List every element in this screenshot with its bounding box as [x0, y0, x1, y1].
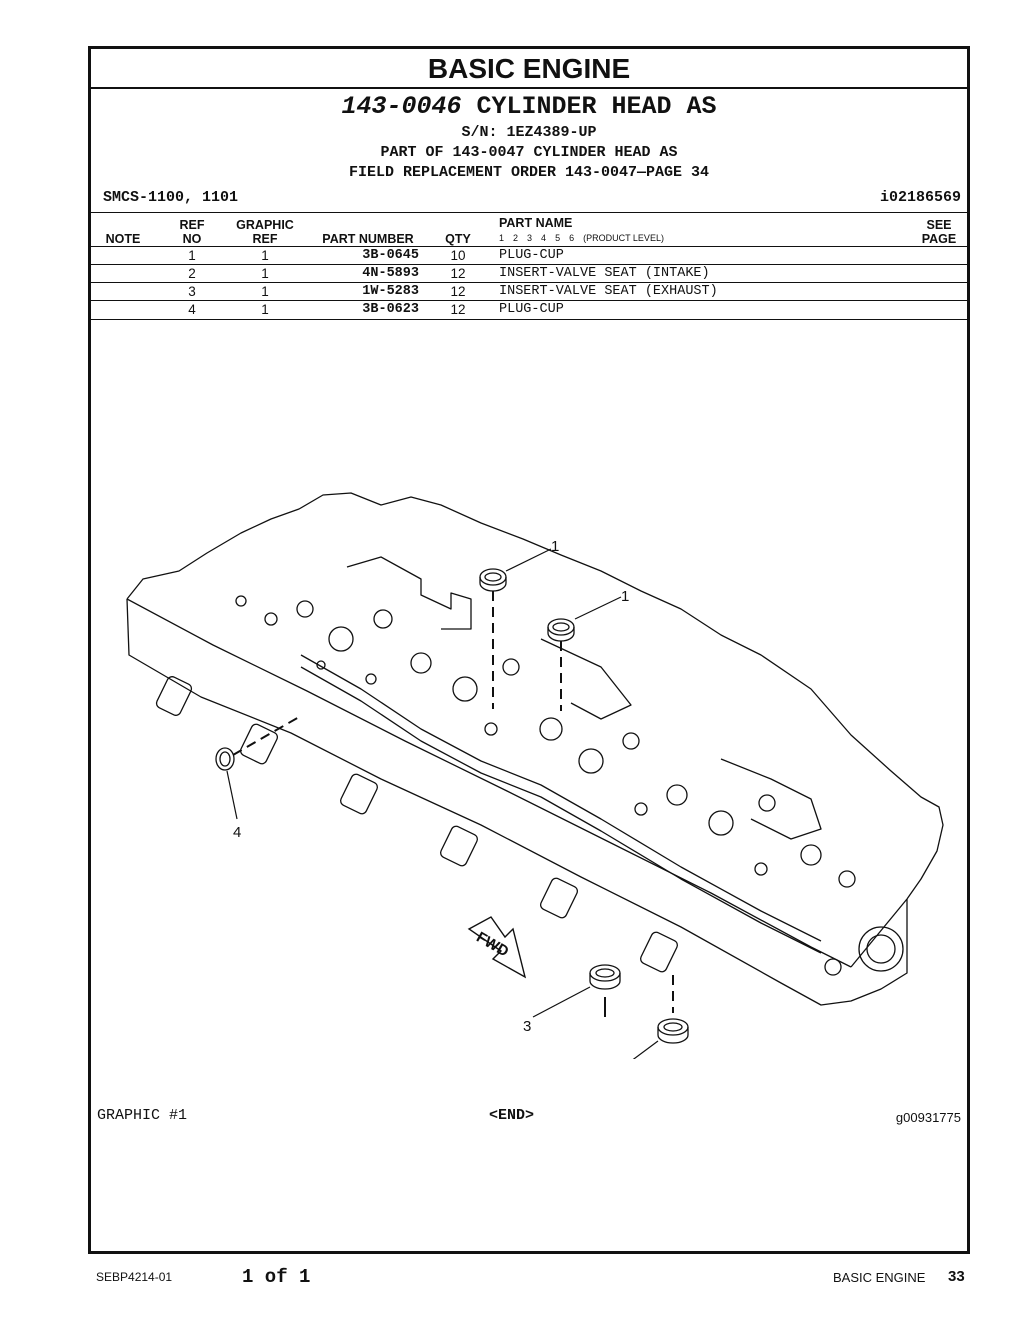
- plug-cup-1b-icon: [547, 618, 575, 642]
- col-part-number: PART NUMBER: [322, 232, 414, 246]
- table-top-rule: [91, 212, 967, 213]
- part-of-line: PART OF 143-0047 CYLINDER HEAD AS: [380, 144, 678, 161]
- ref-no: 3: [188, 284, 196, 299]
- part-number: 3B-0645: [362, 248, 419, 263]
- graphic-ref: 1: [261, 266, 269, 281]
- quantity: 12: [450, 302, 466, 317]
- table-row: 1 1 3B-0645 10 PLUG-CUP: [91, 246, 967, 265]
- exhaust-port: [640, 931, 678, 973]
- callout-number: 3: [523, 1018, 531, 1035]
- footer-section: BASIC ENGINE: [833, 1270, 926, 1285]
- exhaust-port: [155, 676, 193, 716]
- part-title-heading: CYLINDER HEAD AS: [476, 92, 717, 121]
- part-number: 1W-5283: [362, 284, 419, 299]
- page-frame: BASIC ENGINE 143-0046 CYLINDER HEAD AS S…: [88, 46, 970, 1254]
- end-marker: <END>: [489, 1107, 535, 1124]
- smcs-codes: SMCS-1100, 1101: [103, 189, 239, 206]
- head-edge: [126, 598, 852, 968]
- ref-no: 2: [188, 266, 196, 281]
- callout-leader: [632, 1040, 659, 1059]
- forward-arrow-icon: FWD: [467, 916, 527, 979]
- part-number: 3B-0623: [362, 302, 419, 317]
- quantity: 12: [450, 266, 466, 281]
- quantity: 10: [450, 248, 466, 263]
- callout-number: 4: [233, 824, 241, 841]
- quantity: 12: [450, 284, 466, 299]
- head-top-outline: [126, 492, 944, 900]
- col-see-top: SEE: [926, 218, 952, 232]
- ref-no: 1: [188, 248, 196, 263]
- part-number: 4N-5893: [362, 266, 419, 281]
- end-bore: [824, 958, 842, 976]
- graphic-ref: 1: [261, 248, 269, 263]
- part-name: PLUG-CUP: [499, 302, 564, 317]
- plug-cup-4-icon: [215, 747, 235, 771]
- footer-page-number: 33: [948, 1268, 965, 1285]
- serial-range: S/N: 1EZ4389-UP: [461, 124, 597, 141]
- leader-dash: [232, 716, 300, 756]
- ref-no: 4: [188, 302, 196, 317]
- col-part-name: PART NAME: [499, 216, 573, 230]
- col-see-bottom: PAGE: [921, 232, 957, 246]
- plug-cup-1-icon: [479, 568, 507, 592]
- callout-number: 1: [551, 538, 559, 555]
- document-ident: i02186569: [879, 189, 961, 206]
- callout-leader: [505, 548, 552, 572]
- field-replacement-line: FIELD REPLACEMENT ORDER 143-0047—PAGE 34: [348, 164, 710, 181]
- graphic-id: g00931775: [895, 1110, 961, 1125]
- col-ref-top: REF: [179, 218, 205, 232]
- col-graphic-top: GRAPHIC: [236, 218, 294, 232]
- exhaust-port: [340, 773, 378, 815]
- part-number-heading: 143-0046: [341, 92, 462, 121]
- col-note: NOTE: [105, 232, 141, 246]
- exhaust-port: [540, 877, 578, 919]
- table-row: 3 1 1W-5283 12 INSERT-VALVE SEAT (EXHAUS…: [91, 282, 967, 301]
- part-heading: 143-0046 CYLINDER HEAD AS: [91, 93, 967, 121]
- table-row: 4 1 3B-0623 12 PLUG-CUP: [91, 300, 967, 320]
- valve-seat-intake-icon: [657, 1018, 689, 1044]
- callout-leader: [574, 596, 622, 620]
- graphic-ref: 1: [261, 302, 269, 317]
- callout-number: 1: [621, 588, 629, 605]
- graphic-label: GRAPHIC #1: [97, 1107, 188, 1124]
- section-title: BASIC ENGINE: [91, 49, 967, 89]
- head-front-outline: [126, 598, 908, 1006]
- table-row: 2 1 4N-5893 12 INSERT-VALVE SEAT (INTAKE…: [91, 264, 967, 283]
- part-name: INSERT-VALVE SEAT (EXHAUST): [499, 284, 718, 299]
- exhaust-port: [240, 723, 278, 765]
- part-name: PLUG-CUP: [499, 248, 564, 263]
- callout-leader: [532, 986, 591, 1018]
- part-name: INSERT-VALVE SEAT (INTAKE): [499, 266, 710, 281]
- head-edge: [850, 898, 908, 968]
- callout-leader: [226, 770, 238, 820]
- end-bore: [858, 926, 904, 972]
- product-level-label: (PRODUCT LEVEL): [583, 233, 664, 243]
- valve-seat-exhaust-icon: [589, 964, 621, 990]
- end-bore: [866, 934, 896, 964]
- exhaust-port: [440, 825, 478, 867]
- cylinder-head-drawing: FWD 1 1 2 3 4: [126, 492, 944, 1059]
- col-qty: QTY: [445, 232, 471, 246]
- col-graphic-bottom: REF: [252, 232, 278, 246]
- footer-doc-id: SEBP4214-01: [96, 1270, 173, 1284]
- graphic-ref: 1: [261, 284, 269, 299]
- footer-page-of: 1 of 1: [242, 1266, 311, 1288]
- col-ref-bottom: NO: [182, 232, 202, 246]
